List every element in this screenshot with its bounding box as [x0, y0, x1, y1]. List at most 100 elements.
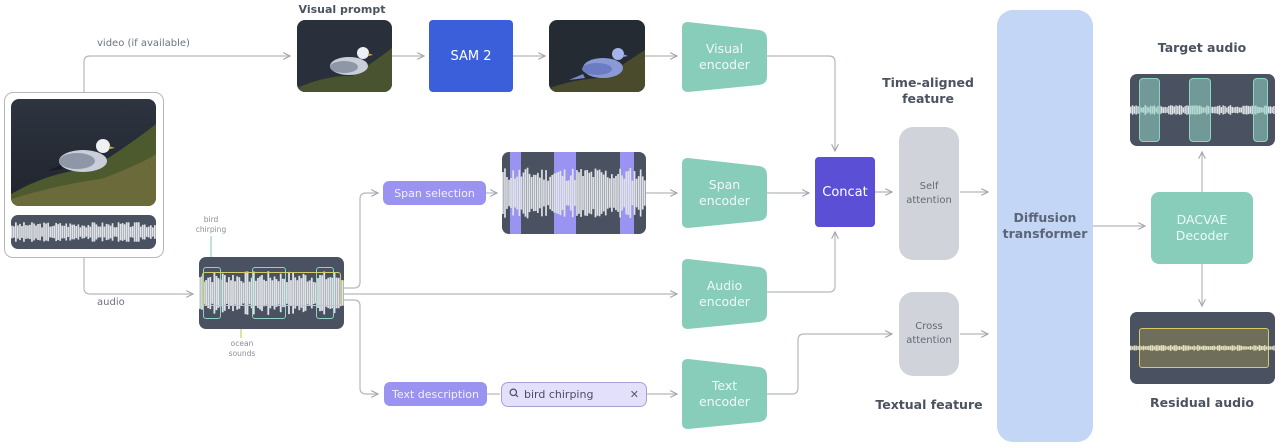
waveform-bar [250, 277, 253, 309]
waveform-bar [61, 225, 63, 239]
waveform-bar [1267, 106, 1270, 114]
waveform-bar [590, 171, 593, 215]
waveform-bar [93, 222, 96, 242]
ocean-annotation: ocean sounds [228, 339, 256, 358]
waveform-bar [532, 174, 535, 212]
waveform-bar [1213, 345, 1215, 351]
waveform-bar [1215, 346, 1217, 350]
waveform-bar [273, 276, 276, 310]
waveform-bar [67, 226, 70, 237]
span-selection-pill[interactable]: Span selection [383, 181, 486, 205]
span-encoder-label-1: Span [708, 177, 741, 192]
waveform-bar [1265, 346, 1268, 350]
waveform-bar [11, 225, 13, 239]
time-aligned-heading-line1: Time-aligned [882, 75, 974, 90]
waveform-bar [1177, 106, 1179, 114]
masked-frame [549, 20, 645, 92]
waveform-bar [1227, 106, 1230, 114]
waveform-bar [271, 280, 274, 306]
text-description-pill[interactable]: Text description [384, 382, 487, 406]
waveform-bar [1260, 346, 1262, 351]
diffusion-label-1: Diffusion [1013, 210, 1077, 225]
waveform-bar [111, 223, 114, 241]
waveform-bar [1200, 346, 1203, 350]
waveform-bar [107, 224, 110, 240]
waveform-bar [1271, 346, 1273, 350]
waveform-bar [602, 174, 605, 212]
search-value[interactable]: bird chirping [524, 388, 594, 401]
diffusion-label-2: transformer [1002, 226, 1088, 241]
waveform-bar [643, 180, 646, 206]
waveform-bar [217, 278, 220, 308]
waveform-bar [1162, 345, 1165, 351]
waveform-bar [1226, 346, 1228, 350]
waveform-bar [631, 180, 634, 206]
waveform-bar [1244, 105, 1246, 115]
waveform-bar [1182, 107, 1185, 113]
waveform-bar [1236, 345, 1239, 351]
waveform-bar [1178, 346, 1181, 351]
waveform-bar [329, 277, 332, 309]
waveform-bar [81, 225, 84, 239]
waveform-bar [1238, 345, 1241, 351]
text-encoder-label-1: Text [711, 378, 738, 393]
waveform-bar [574, 180, 576, 206]
waveform-bar [1195, 346, 1197, 350]
input-audio-waveform [11, 215, 156, 249]
waveform-bar [596, 170, 599, 216]
waveform-bar [563, 169, 566, 217]
waveform-bar [506, 177, 508, 209]
waveform-bar [1227, 346, 1230, 350]
cross-attention-block: Cross attention [899, 292, 959, 376]
waveform-bar [1188, 345, 1190, 351]
waveform-bar [1197, 345, 1199, 351]
waveform-bar [1149, 345, 1152, 351]
waveform-bar [586, 170, 588, 216]
waveform-bar [154, 225, 156, 239]
waveform-bar [47, 222, 49, 242]
waveform-bar [1166, 346, 1168, 350]
waveform-bar [592, 177, 595, 210]
waveform-bar [1137, 346, 1139, 350]
waveform-bar [547, 180, 549, 206]
waveform-bar [1240, 107, 1243, 113]
waveform-bar [1133, 106, 1136, 114]
waveform-bar [1253, 345, 1255, 351]
waveform-bar [225, 282, 228, 304]
waveform-bar [1155, 345, 1157, 351]
waveform-bar [502, 172, 504, 214]
bird-span-2 [252, 267, 286, 319]
waveform-bar [584, 170, 586, 216]
cross-attention-label-1: Cross [915, 321, 943, 332]
waveform-bar [310, 277, 313, 309]
waveform-bar [77, 224, 80, 240]
text-prompt-search[interactable]: bird chirping ✕ [501, 382, 647, 407]
waveform-bar [302, 273, 305, 313]
cross-attention-label-2: attention [906, 335, 952, 346]
waveform-bar [312, 282, 315, 304]
waveform-bar [1137, 106, 1139, 114]
waveform-bar [199, 277, 201, 309]
close-icon[interactable]: ✕ [629, 388, 639, 401]
waveform-bar [1244, 346, 1246, 350]
waveform-bar [1171, 105, 1174, 115]
waveform-bar [1242, 346, 1244, 350]
waveform-bar [1177, 346, 1179, 350]
waveform-bar [524, 169, 527, 217]
waveform-bar [279, 273, 282, 313]
waveform-bar [1180, 105, 1183, 115]
waveform-bar [604, 170, 607, 216]
waveform-bar [1224, 345, 1226, 351]
waveform-bar [269, 277, 272, 309]
waveform-bar [615, 175, 617, 211]
audio-encoder-label-1: Audio [706, 278, 743, 293]
waveform-bar [263, 279, 265, 307]
waveform-bar [571, 168, 574, 218]
waveform-bar [514, 178, 516, 208]
waveform-bar [613, 178, 615, 208]
waveform-bar [213, 272, 216, 314]
waveform-bar [240, 281, 243, 306]
audio-encoder-label-2: encoder [699, 294, 750, 309]
waveform-bar [115, 227, 118, 237]
